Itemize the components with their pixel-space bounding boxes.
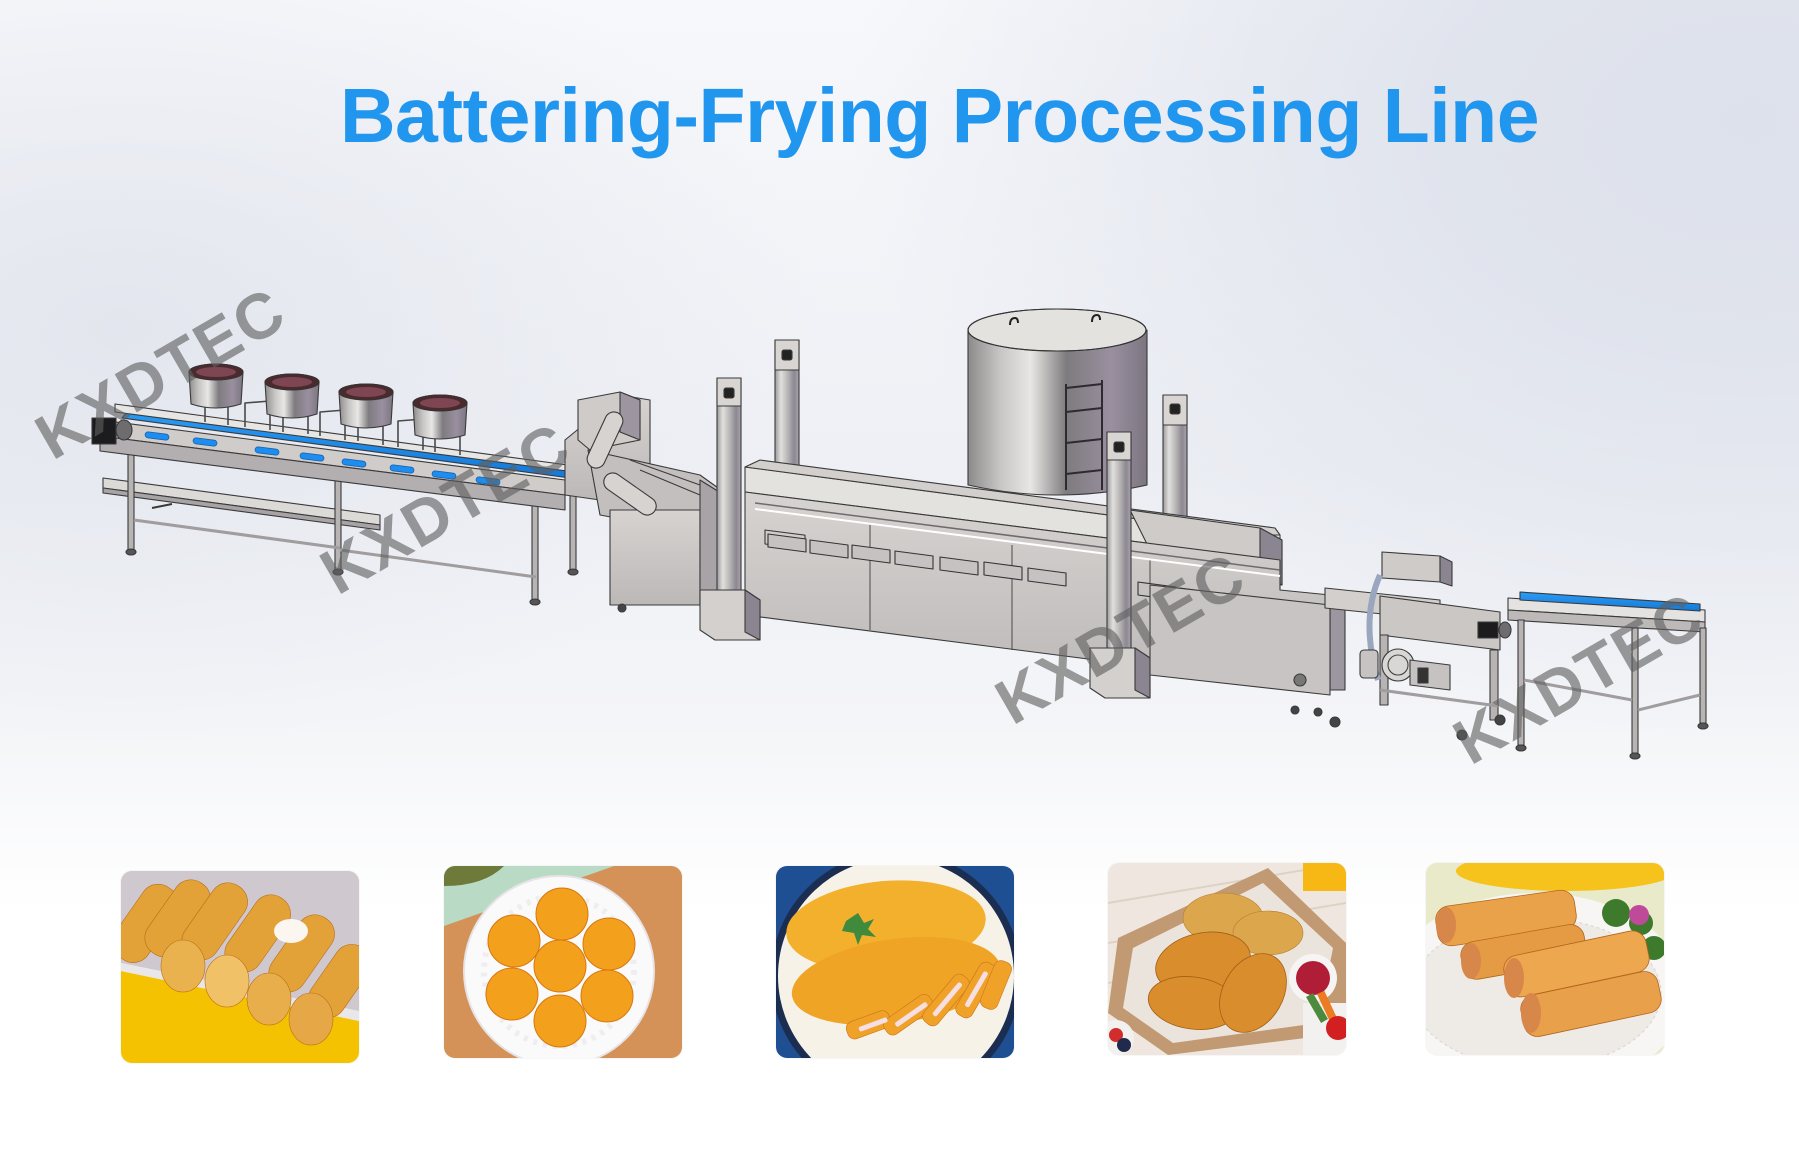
infeed-conveyor xyxy=(91,363,579,606)
page-title: Battering-Frying Processing Line xyxy=(339,73,1540,159)
cheese-balls-photo xyxy=(444,866,682,1058)
processing-line-illustration xyxy=(91,308,1709,760)
breading-machine xyxy=(1324,551,1512,741)
batter-coater xyxy=(564,391,741,613)
continuous-fryer xyxy=(699,308,1346,717)
spring-rolls-photo xyxy=(1426,863,1664,1055)
outfeed-conveyor xyxy=(1507,591,1709,760)
cheese-sticks-photo xyxy=(121,871,359,1063)
fried-chicken-photo xyxy=(1108,863,1346,1055)
chicken-cutlet-photo xyxy=(776,866,1014,1058)
